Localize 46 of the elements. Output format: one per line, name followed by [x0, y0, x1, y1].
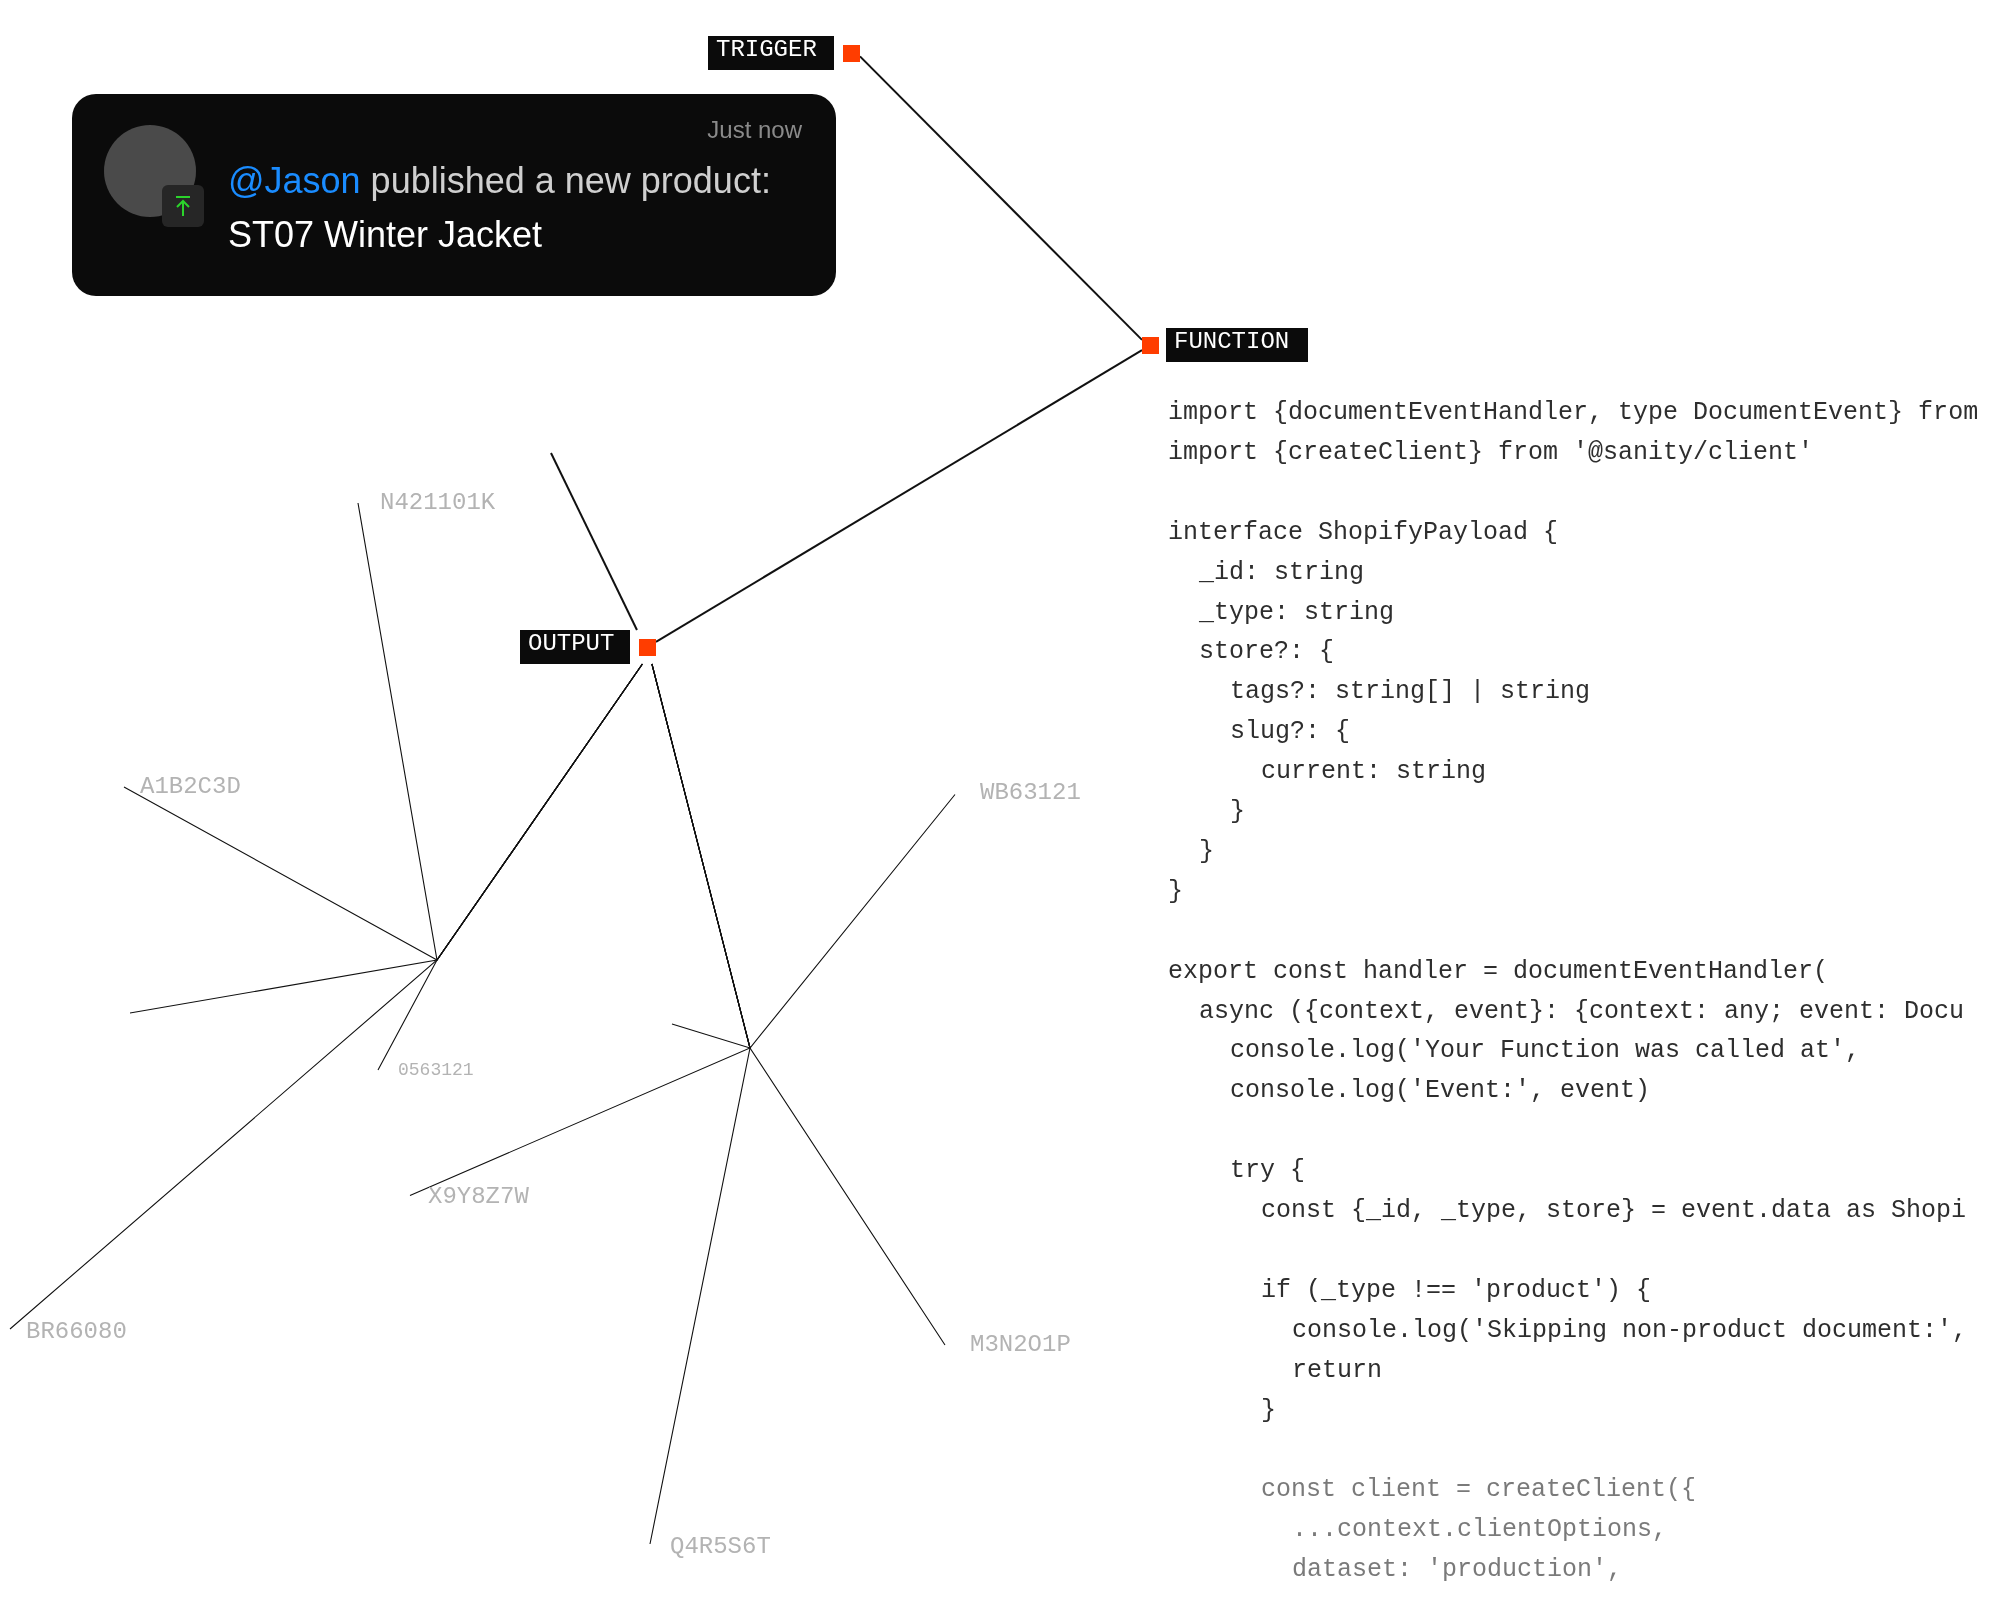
code-line: } [1261, 1394, 1276, 1427]
sku-label: M3N2O1P [970, 1330, 1071, 1360]
mention-link: @Jason [228, 160, 361, 201]
code-line: slug?: { [1230, 716, 1351, 749]
connector-line [651, 663, 946, 1346]
code-line: console.log('Your Function was called at', [1230, 1035, 1861, 1068]
sku-label: 0563121 [398, 1059, 474, 1082]
code-line: } [1199, 835, 1214, 868]
sku-label: N421101K [380, 488, 496, 518]
code-line: interface ShopifyPayload { [1168, 516, 1559, 549]
code-line: store?: { [1199, 636, 1335, 669]
sku-label: WB63121 [980, 778, 1081, 808]
connector-line [377, 663, 643, 1071]
connector-line [655, 349, 1143, 643]
code-line: current: string [1261, 756, 1487, 789]
code-line: tags?: string[] | string [1230, 676, 1591, 709]
code-line: dataset: 'production', [1292, 1554, 1623, 1587]
sku-label: Q4R5S6T [670, 1532, 771, 1562]
sku-label: BR66080 [26, 1317, 127, 1347]
code-line: return [1292, 1354, 1382, 1387]
code-line: async ({context, event}: {context: any; event: Docu [1199, 995, 1965, 1028]
notification-card [72, 94, 836, 296]
code-line: console.log('Skipping non-product document:', [1292, 1314, 1968, 1347]
code-line: _type: string [1199, 596, 1395, 629]
code-line: const client = createClient({ [1261, 1474, 1697, 1507]
code-line: } [1230, 796, 1245, 828]
connector-line [550, 452, 638, 631]
sku-label: A1B2C3D [140, 772, 241, 802]
code-line: import {documentEventHandler, type DocumentEvent} from [1168, 397, 1979, 429]
connector-line [859, 55, 1143, 341]
code-line: export const handler = documentEventHandler( [1168, 955, 1829, 988]
code-line: } [1168, 875, 1183, 908]
notification-message: @Jason published a new product: [228, 160, 771, 202]
code-line: _id: string [1199, 556, 1365, 589]
code-line: import {createClient} from '@sanity/client' [1168, 436, 1814, 469]
timestamp: Just now [707, 116, 802, 144]
code-line: ...context.clientOptions, [1292, 1514, 1668, 1547]
node-tag: TRIGGER [708, 36, 834, 70]
code-line: try { [1230, 1155, 1305, 1188]
code-line: console.log('Event:', event) [1230, 1075, 1651, 1108]
code-line: if (_type !== 'product') { [1261, 1274, 1652, 1307]
product-name: ST07 Winter Jacket [228, 214, 543, 256]
node-tag: FUNCTION [1166, 328, 1308, 362]
node-tag: OUTPUT [520, 630, 630, 664]
code-line: const {_id, _type, store} = event.data as Shopi [1261, 1195, 1967, 1227]
sku-label: X9Y8Z7W [428, 1182, 529, 1212]
